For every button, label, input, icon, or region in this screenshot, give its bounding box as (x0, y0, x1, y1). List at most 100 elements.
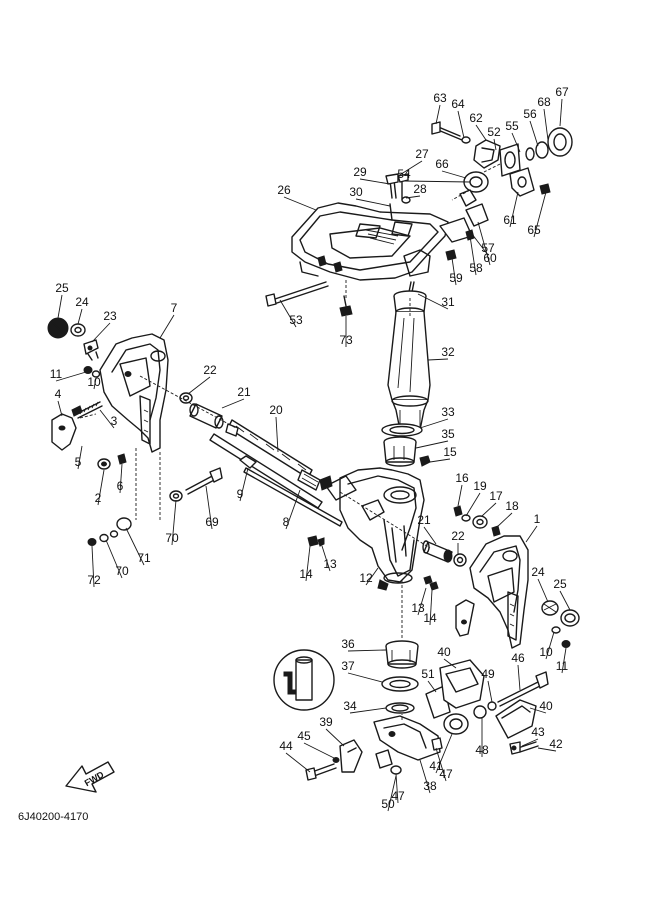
callout-leader-line (417, 587, 427, 616)
part-callout-31: 31 (441, 295, 455, 309)
callout-leader-line (405, 195, 421, 199)
callout-leader-line (97, 469, 105, 506)
callout-leader-line (543, 108, 549, 141)
friction-lever-parts (431, 121, 573, 261)
part-callout-25: 25 (55, 281, 69, 295)
clamp-bracket-right-part (455, 535, 529, 649)
part-callout-24: 24 (531, 565, 545, 579)
part-callout-42: 42 (549, 737, 563, 751)
callout-leader-line (457, 110, 465, 139)
part-callout-70: 70 (165, 531, 179, 545)
callout-leader-line (559, 590, 571, 611)
part-callout-13: 13 (323, 557, 337, 571)
part-callout-33: 33 (441, 405, 455, 419)
part-callout-25: 25 (553, 577, 567, 591)
callout-leader-line (511, 132, 521, 153)
callout-leader-line (279, 299, 297, 328)
part-callout-72: 72 (87, 573, 101, 587)
part-callout-53: 53 (289, 313, 303, 327)
part-callout-39: 39 (319, 715, 333, 729)
callout-leader-line (435, 733, 453, 774)
callout-leader-line (347, 672, 383, 683)
part-callout-51: 51 (421, 667, 435, 681)
callout-leader-line (559, 98, 563, 127)
callout-leader-line (429, 589, 433, 626)
callout-leader-line (355, 198, 391, 207)
part-callout-65: 65 (527, 223, 541, 237)
part-callout-29: 29 (353, 165, 367, 179)
part-callout-11: 11 (50, 367, 63, 381)
part-callout-17: 17 (489, 489, 503, 503)
part-callout-37: 37 (341, 659, 355, 673)
part-callout-34: 34 (343, 699, 357, 713)
part-callout-1: 1 (534, 512, 541, 526)
part-callout-66: 66 (435, 157, 449, 171)
callout-leader-line (349, 707, 387, 714)
part-callout-15: 15 (443, 445, 457, 459)
part-callout-9: 9 (237, 487, 244, 501)
callout-leader-line (99, 409, 115, 429)
steering-arm-screws-parts (385, 173, 411, 221)
steering-bracket-part (291, 202, 449, 281)
part-callout-14: 14 (299, 567, 313, 581)
part-callout-5: 5 (75, 455, 82, 469)
callout-leader-line (93, 377, 97, 390)
part-callout-24: 24 (75, 295, 89, 309)
callout-leader-line (205, 485, 213, 530)
tilt-tube-part (209, 419, 357, 527)
part-callout-8: 8 (283, 515, 290, 529)
callout-leader-line (537, 747, 557, 752)
part-callout-40: 40 (539, 699, 553, 713)
callout-leader-line (493, 138, 497, 151)
callout-leader-line (285, 489, 301, 530)
callout-leader-line (283, 196, 317, 211)
thumb-screw-right-parts (541, 600, 580, 648)
callout-leader-line (427, 680, 437, 693)
bolt-53-part (265, 281, 353, 317)
callout-leader-line (415, 440, 449, 449)
lower-mount-parts (305, 640, 549, 781)
callout-leader-line (471, 233, 489, 256)
callout-leader-line (417, 293, 449, 310)
callout-leader-line (365, 567, 379, 586)
callout-leader-line (119, 463, 123, 494)
part-callout-28: 28 (413, 182, 427, 196)
fwd-arrow-icon: FWD (65, 761, 115, 793)
part-callout-43: 43 (531, 725, 545, 739)
clamp-screw-left-parts (51, 401, 127, 470)
part-callout-73: 73 (339, 333, 353, 347)
part-callout-27: 27 (415, 147, 429, 161)
part-callout-55: 55 (505, 119, 519, 133)
part-callout-4: 4 (55, 387, 62, 401)
part-callout-32: 32 (441, 345, 455, 359)
part-callout-20: 20 (269, 403, 283, 417)
part-callout-13: 13 (411, 601, 425, 615)
callout-leader-line (285, 752, 311, 773)
nut-washer-left-parts (83, 366, 101, 378)
part-callout-71: 71 (137, 551, 151, 565)
callout-leader-line (159, 314, 175, 339)
callout-leader-line (403, 180, 471, 183)
part-callout-19: 19 (473, 479, 487, 493)
part-callout-11: 11 (556, 659, 569, 673)
callout-leader-line (171, 499, 177, 546)
callout-leader-line (239, 467, 249, 502)
callout-leader-line (77, 308, 83, 325)
part-callout-38: 38 (423, 779, 437, 793)
part-callout-64: 64 (451, 97, 465, 111)
callout-leader-line (125, 527, 145, 566)
thrust-washer-bushing-part (381, 423, 431, 467)
part-callout-35: 35 (441, 427, 455, 441)
swivel-bracket-part (339, 467, 425, 591)
callout-leader-line (435, 104, 441, 125)
callout-leader-line (57, 400, 63, 417)
bolt-nut-lower-left-parts (87, 467, 223, 546)
callout-leader-line (275, 416, 279, 453)
part-callout-58: 58 (469, 261, 483, 275)
callout-leader-line (57, 294, 63, 319)
part-callout-45: 45 (297, 729, 311, 743)
part-callout-36: 36 (341, 637, 355, 651)
callout-leader-line (387, 775, 397, 812)
